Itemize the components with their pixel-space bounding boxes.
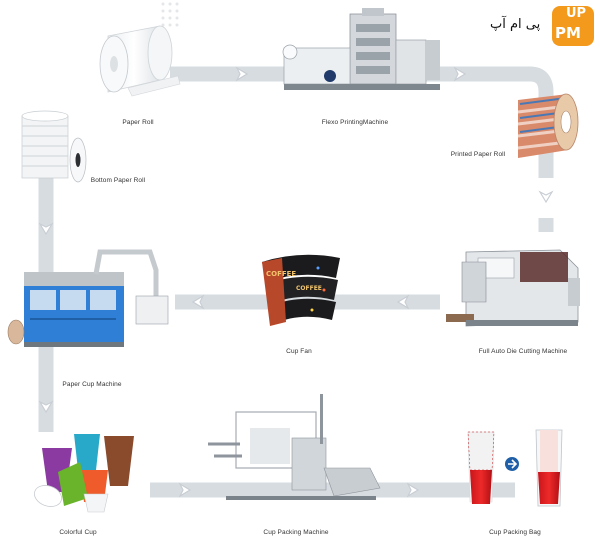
bottom-paper-roll-image — [21, 110, 87, 183]
flexo-printing-machine-image — [282, 8, 440, 90]
brand-logo: پی ام آپ UP PM — [488, 4, 598, 48]
label-paper-roll: Paper Roll — [122, 119, 154, 126]
logo-text: پی ام آپ — [490, 17, 541, 32]
dot-pattern-decoration — [161, 2, 179, 27]
arrow-right-1 — [235, 66, 249, 82]
paper-roll-image — [99, 25, 181, 97]
label-colorful-cup: Colorful Cup — [59, 529, 97, 536]
arrow-left-2 — [191, 294, 205, 310]
logo-badge-bottom-text: PM — [555, 24, 581, 42]
label-cup-packing-machine: Cup Packing Machine — [263, 529, 329, 536]
logo-badge — [552, 6, 594, 46]
arrow-left-1 — [396, 294, 410, 310]
arrow-down-1 — [538, 190, 554, 204]
arrow-down-2 — [38, 222, 54, 236]
label-cup-fan: Cup Fan — [286, 348, 312, 355]
printed-paper-roll-image — [517, 93, 579, 158]
label-bottom-paper-roll: Bottom Paper Roll — [90, 177, 146, 184]
colorful-cups-image — [34, 434, 134, 513]
logo-badge-top-text: UP — [566, 6, 587, 21]
cup-fan-print-1: COFFEE — [266, 270, 296, 278]
cup-packing-machine-image — [208, 394, 381, 500]
paper-cup-machine-image — [7, 249, 169, 347]
label-paper-cup-machine: Paper Cup Machine — [62, 381, 122, 388]
cup-packing-bag-image — [467, 429, 563, 507]
cup-fan-image: COFFEE COFFEE — [262, 254, 340, 326]
arrow-right-4 — [406, 482, 420, 498]
arrow-right-2 — [453, 66, 467, 82]
arrow-down-3 — [38, 400, 54, 414]
label-cup-packing-bag: Cup Packing Bag — [489, 529, 541, 536]
label-full-auto-die-cutting-machine: Full Auto Die Cutting Machine — [478, 348, 568, 355]
arrow-right-3 — [178, 482, 192, 498]
die-cutting-machine-image — [446, 249, 580, 327]
cup-fan-print-2: COFFEE — [296, 285, 322, 292]
flow-arrows — [38, 66, 554, 498]
label-flexo-printing-machine: Flexo PrintingMachine — [321, 119, 389, 126]
label-printed-paper-roll: Printed Paper Roll — [450, 151, 506, 158]
